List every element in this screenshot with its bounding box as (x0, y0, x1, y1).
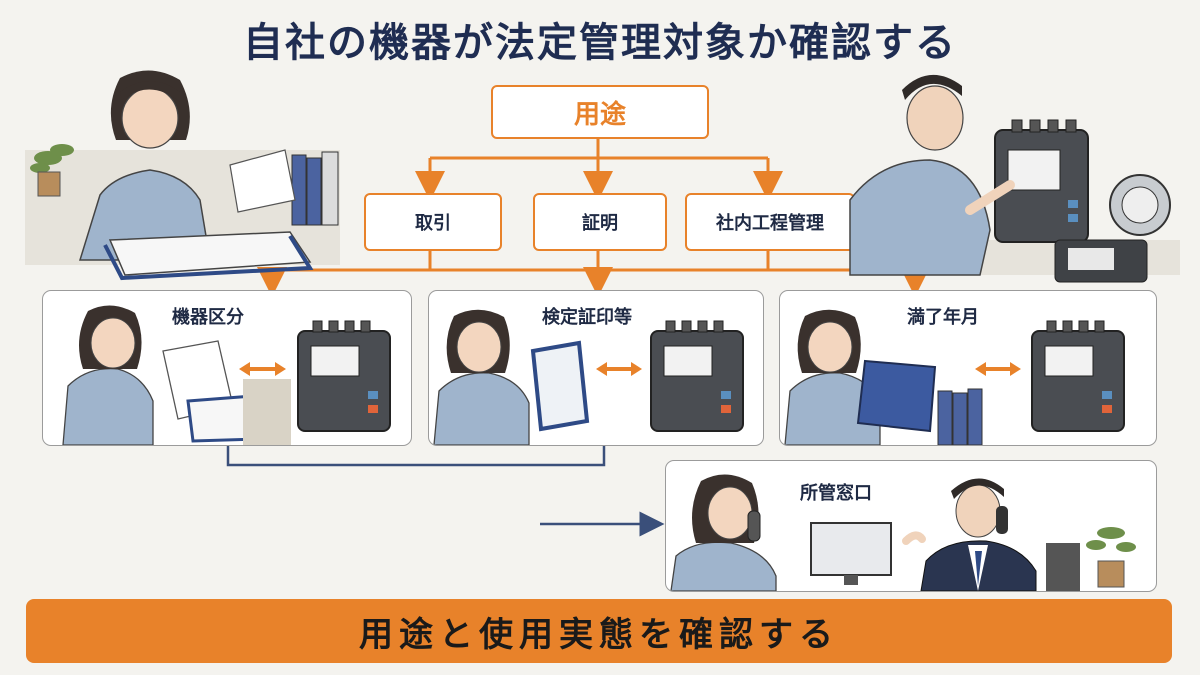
usage-root-box: 用途 (491, 85, 709, 139)
check-label-verification-stamp: 検定証印等 (542, 307, 632, 328)
conclusion-banner: 用途と使用実態を確認する (26, 599, 1172, 663)
contact-panel-authority: 所管窓口 (665, 460, 1157, 592)
category-box-transaction: 取引 (364, 193, 502, 251)
category-box-certification: 証明 (533, 193, 667, 251)
contact-label-authority: 所管窓口 (800, 483, 872, 504)
check-panel-device-category: 機器区分 (42, 290, 412, 446)
page-title: 自社の機器が法定管理対象か確認する (243, 20, 957, 66)
check-label-expiry-date: 満了年月 (907, 307, 979, 328)
illustration-woman-tablet (433, 309, 744, 445)
illustration-phone-consultation (670, 474, 1136, 591)
illustration-woman-paper (62, 305, 391, 445)
check-label-device-category: 機器区分 (172, 307, 244, 328)
illustration-woman-ledger (784, 309, 1125, 445)
connector-checks-bracket (226, 446, 606, 467)
check-panel-verification-stamp: 検定証印等 (428, 290, 764, 446)
check-panel-expiry-date: 満了年月 (779, 290, 1157, 446)
